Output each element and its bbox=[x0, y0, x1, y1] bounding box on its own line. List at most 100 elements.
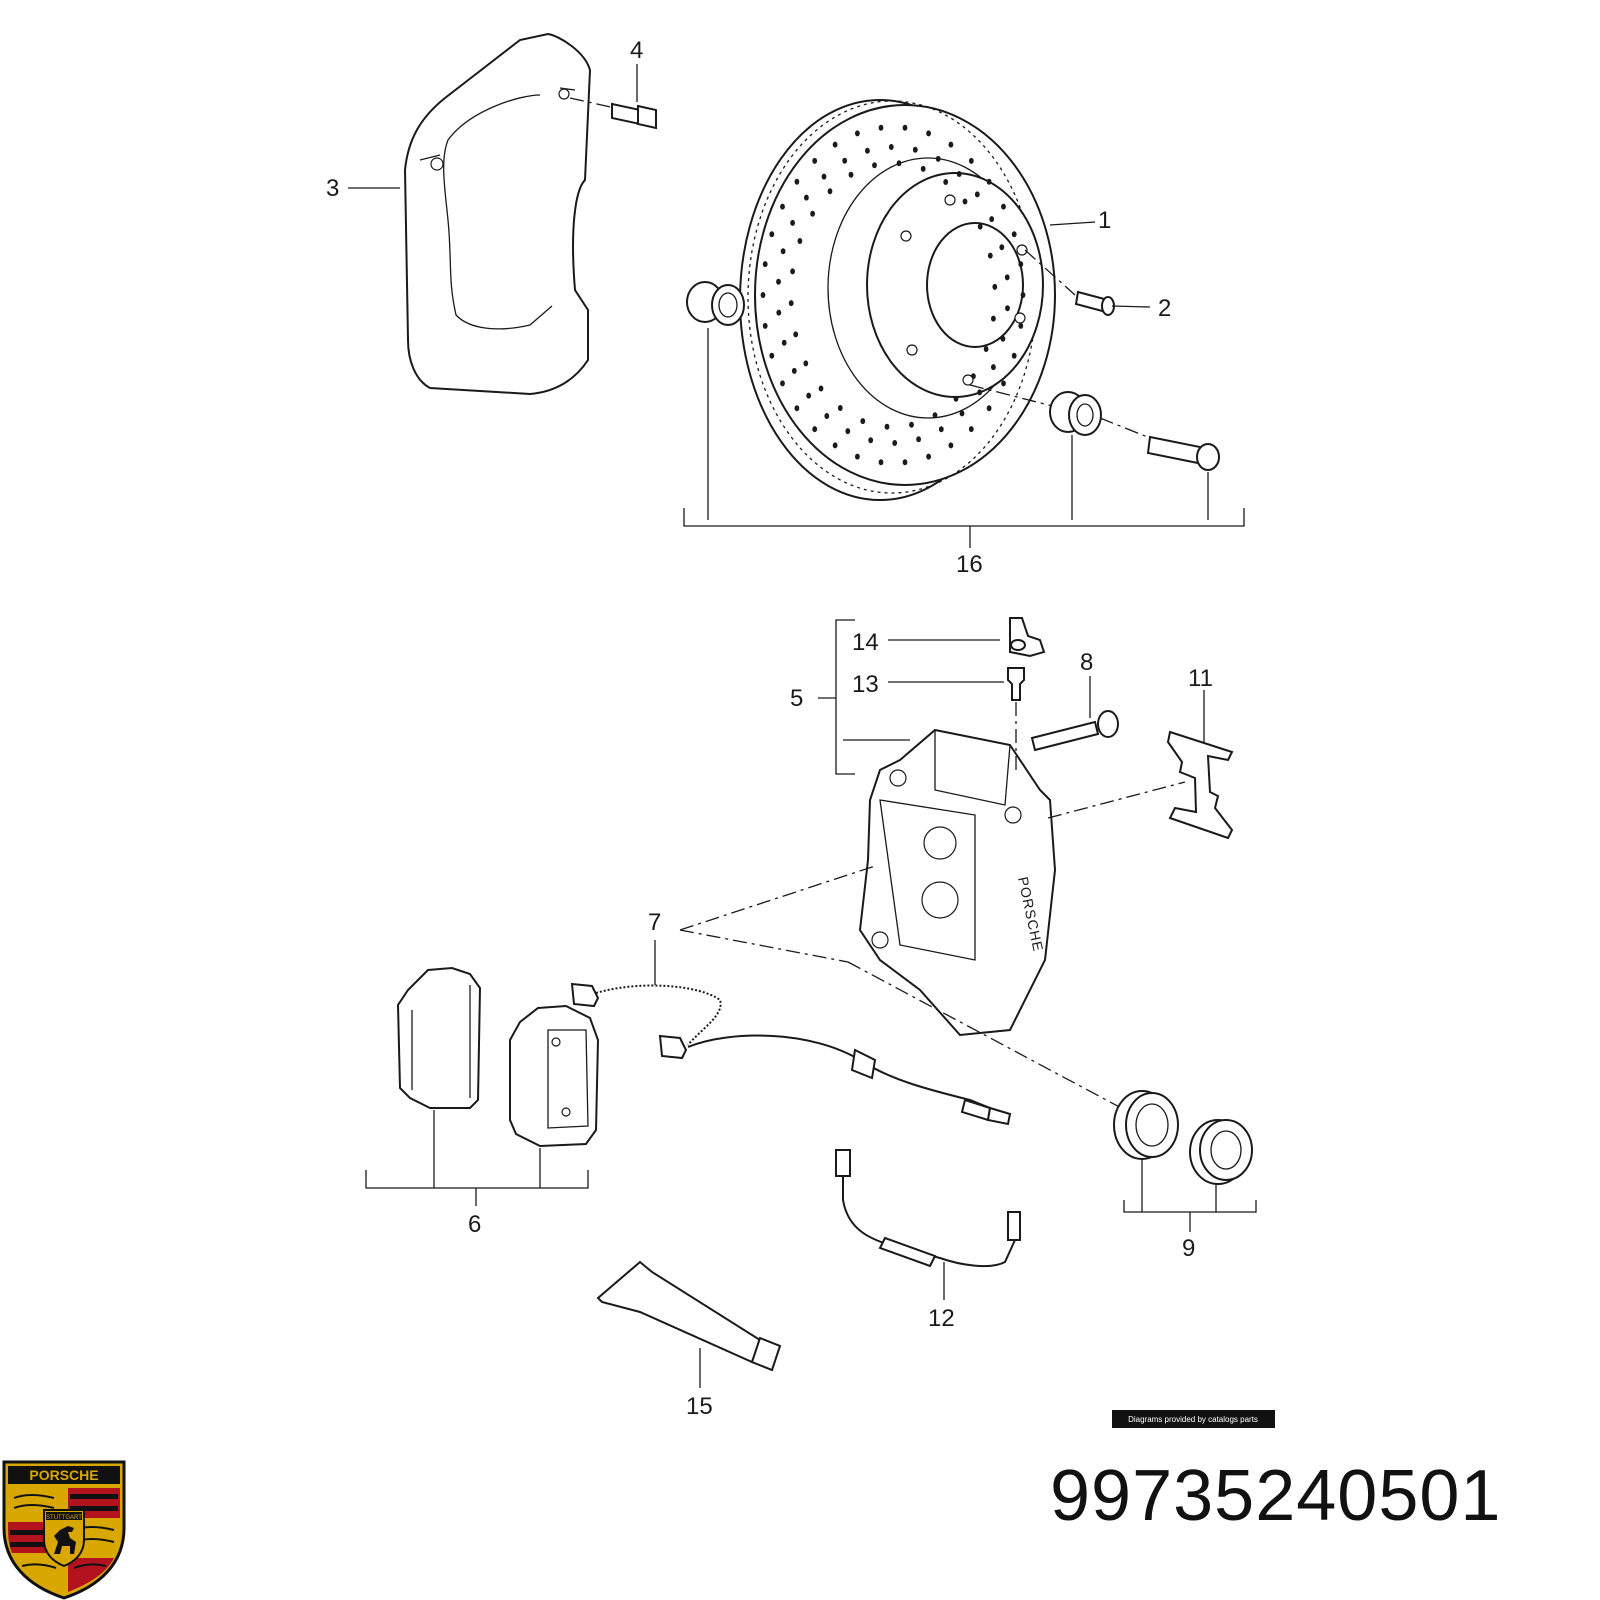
drill-hole bbox=[992, 283, 998, 290]
piston-seal-2 bbox=[1189, 1119, 1253, 1185]
crest-top-text: PORSCHE bbox=[29, 1467, 98, 1483]
drill-hole bbox=[1001, 380, 1006, 387]
drill-hole bbox=[916, 436, 921, 443]
credit-banner: Diagrams provided by catalogs parts bbox=[1112, 1410, 1275, 1428]
drill-hole bbox=[991, 364, 996, 371]
drill-hole bbox=[845, 428, 851, 435]
drill-hole bbox=[790, 268, 795, 275]
leader-lines bbox=[348, 64, 1257, 1388]
callout-6: 6 bbox=[468, 1211, 481, 1238]
drill-hole bbox=[932, 412, 938, 419]
bleed-cap bbox=[1009, 617, 1046, 658]
drill-hole bbox=[983, 346, 989, 352]
callout-16: 16 bbox=[956, 551, 983, 578]
callout-9: 9 bbox=[1182, 1235, 1195, 1262]
paste-tube bbox=[596, 1260, 782, 1372]
drill-hole bbox=[855, 453, 860, 460]
drill-hole bbox=[794, 178, 800, 185]
drill-hole bbox=[776, 278, 781, 285]
drill-hole bbox=[1018, 322, 1024, 329]
drill-hole bbox=[821, 173, 827, 180]
drill-hole bbox=[974, 191, 980, 198]
drill-hole bbox=[842, 157, 848, 164]
callout-13: 13 bbox=[852, 671, 879, 698]
drill-hole bbox=[902, 459, 908, 466]
drill-hole bbox=[991, 315, 996, 322]
drill-hole bbox=[803, 360, 809, 367]
drill-hole bbox=[812, 426, 818, 433]
drill-hole bbox=[860, 418, 866, 425]
drill-hole bbox=[926, 453, 931, 460]
drill-hole bbox=[1020, 292, 1026, 298]
part-number: 99735240501 bbox=[1050, 1456, 1502, 1536]
bushing-left bbox=[686, 281, 745, 326]
drill-hole bbox=[762, 322, 768, 329]
brake-pad-inner bbox=[509, 1004, 600, 1148]
drill-hole bbox=[956, 171, 962, 177]
drill-hole bbox=[1004, 274, 1010, 281]
drill-hole bbox=[1018, 261, 1024, 268]
bushing-bolt bbox=[1099, 417, 1220, 471]
drill-hole bbox=[872, 162, 877, 169]
drill-hole bbox=[781, 339, 787, 346]
shield-bolt bbox=[569, 97, 657, 130]
drill-hole bbox=[902, 124, 908, 131]
drill-hole bbox=[977, 389, 982, 396]
drill-hole bbox=[959, 410, 965, 417]
piston-seal-1 bbox=[847, 961, 1179, 1160]
drill-hole bbox=[909, 421, 914, 428]
drill-hole bbox=[878, 459, 884, 466]
drill-hole bbox=[793, 331, 799, 338]
callout-8: 8 bbox=[1080, 649, 1093, 676]
drill-hole bbox=[987, 252, 993, 259]
parts-diagram: PORSCHE bbox=[326, 32, 1275, 1428]
callout-14: 14 bbox=[852, 629, 879, 656]
callout-2: 2 bbox=[1158, 295, 1171, 322]
drill-hole bbox=[865, 147, 870, 154]
drill-hole bbox=[832, 141, 838, 148]
callout-12: 12 bbox=[928, 1305, 955, 1332]
crest-banner-text: STUTTGART bbox=[46, 1515, 82, 1521]
drill-hole bbox=[943, 179, 949, 185]
horse-icon bbox=[54, 1526, 76, 1554]
drill-hole bbox=[769, 231, 775, 238]
drill-hole bbox=[948, 141, 954, 148]
drill-hole bbox=[986, 405, 992, 412]
drill-hole bbox=[999, 244, 1005, 251]
drill-hole bbox=[760, 292, 766, 298]
drill-hole bbox=[827, 188, 833, 195]
drill-hole bbox=[810, 210, 815, 217]
drill-hole bbox=[977, 223, 983, 230]
drill-hole bbox=[797, 238, 803, 244]
cross-drill-holes bbox=[760, 124, 1026, 466]
callout-4: 4 bbox=[630, 37, 643, 64]
caliper-pin bbox=[1030, 710, 1119, 752]
callout-numbers: 1 2 3 4 5 6 7 8 9 11 12 13 14 15 16 bbox=[326, 37, 1213, 1420]
drill-hole bbox=[968, 426, 974, 433]
brake-hose bbox=[835, 1149, 1021, 1268]
drill-hole bbox=[832, 442, 838, 449]
drill-hole bbox=[920, 165, 926, 172]
drill-hole bbox=[855, 130, 860, 137]
drill-hole bbox=[1005, 305, 1010, 312]
drill-hole bbox=[788, 300, 794, 307]
callout-7: 7 bbox=[648, 909, 661, 936]
bleed-valve bbox=[1007, 667, 1025, 775]
drill-hole bbox=[935, 155, 941, 162]
drill-hole bbox=[962, 198, 968, 205]
drill-hole bbox=[791, 367, 797, 374]
drill-hole bbox=[989, 216, 995, 223]
credit-text: Diagrams provided by catalogs parts bbox=[1128, 1415, 1258, 1424]
drill-hole bbox=[926, 130, 931, 137]
drill-hole bbox=[762, 261, 768, 268]
drill-hole bbox=[794, 405, 800, 412]
brake-pad-outer bbox=[396, 966, 482, 1109]
drill-hole bbox=[837, 405, 843, 411]
brake-caliper: PORSCHE bbox=[858, 728, 1057, 1037]
drill-hole bbox=[868, 437, 874, 444]
drill-hole bbox=[1011, 352, 1017, 359]
drill-hole bbox=[878, 124, 884, 131]
drill-hole bbox=[806, 392, 812, 399]
drill-hole bbox=[780, 203, 785, 210]
spring-plate bbox=[1047, 730, 1234, 840]
